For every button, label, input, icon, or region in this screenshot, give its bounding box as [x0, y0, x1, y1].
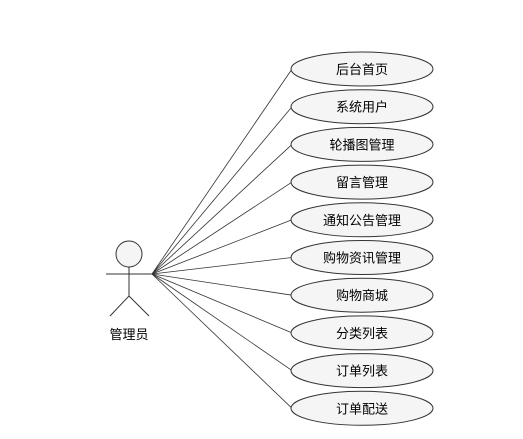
use-case: 留言管理: [290, 164, 434, 200]
use-case: 系统用户: [290, 89, 434, 125]
use-case-ellipse: [290, 51, 434, 87]
actor-left-leg: [109, 295, 130, 317]
association-line: [151, 257, 293, 275]
use-case: 后台首页: [290, 51, 434, 87]
use-case-label: 通知公告管理: [323, 213, 401, 229]
actor-right-leg: [128, 295, 150, 317]
actor-head: [115, 240, 143, 268]
use-case: 订单列表: [290, 353, 434, 389]
use-case-ellipse: [290, 89, 434, 125]
use-case-ellipse: [290, 277, 434, 313]
use-case: 分类列表: [290, 315, 434, 351]
use-case-label: 后台首页: [336, 63, 388, 78]
use-case-ellipse: [290, 164, 434, 200]
association-lines: [151, 68, 293, 409]
use-case: 通知公告管理: [290, 202, 434, 238]
association-line: [151, 106, 293, 275]
use-case: 购物商城: [290, 277, 434, 313]
use-case-ellipse: [290, 353, 434, 389]
use-case-list: 后台首页系统用户轮播图管理留言管理通知公告管理购物资讯管理购物商城分类列表订单列…: [290, 51, 434, 426]
use-case-label: 系统用户: [336, 100, 388, 116]
use-case-ellipse: [290, 240, 434, 275]
use-case-label: 分类列表: [336, 327, 388, 342]
use-case: 购物资讯管理: [290, 240, 434, 275]
association-line: [151, 68, 293, 275]
use-case-label: 购物商城: [336, 288, 388, 304]
actor: 管理员: [106, 240, 152, 343]
use-case-ellipse: [290, 315, 434, 351]
use-case-label: 购物资讯管理: [323, 251, 401, 267]
use-case: 订单配送: [290, 390, 434, 426]
use-case-label: 轮播图管理: [329, 138, 394, 153]
association-line: [151, 219, 293, 275]
association-line: [151, 273, 293, 409]
use-case-ellipse: [290, 126, 434, 162]
use-case-ellipse: [290, 390, 434, 426]
use-case: 轮播图管理: [290, 126, 434, 162]
use-case-ellipse: [290, 202, 434, 238]
association-line: [151, 144, 293, 275]
use-case-label: 订单列表: [336, 365, 388, 380]
use-case-label: 订单配送: [336, 402, 388, 417]
association-line: [151, 181, 293, 275]
association-line: [151, 273, 293, 296]
association-line: [151, 273, 293, 371]
association-line: [151, 273, 293, 334]
use-case-label: 留言管理: [336, 176, 388, 191]
actor-label: 管理员: [109, 328, 148, 343]
